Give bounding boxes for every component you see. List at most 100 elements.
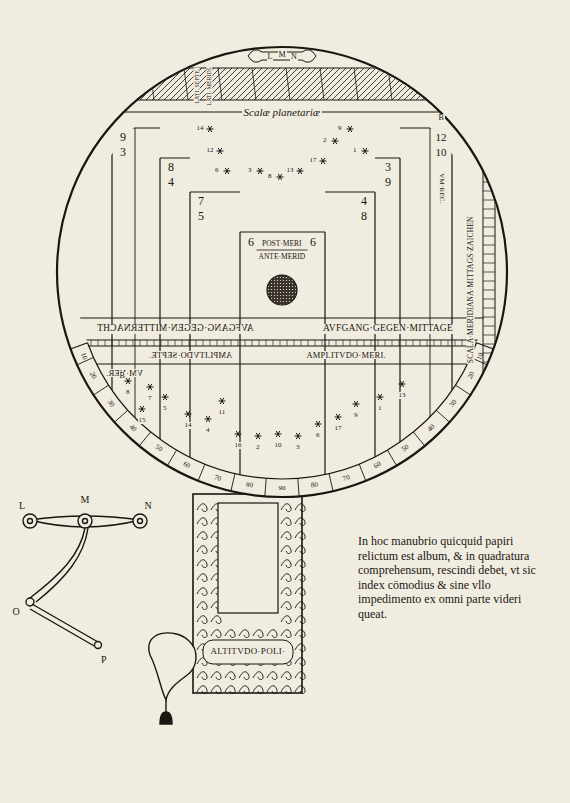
amplitude-tick: [490, 340, 491, 346]
star-symbol: [140, 406, 144, 412]
acanthus-curl: [225, 686, 235, 694]
cartouche: [248, 50, 316, 63]
acanthus-curl: [295, 546, 305, 554]
star-symbol: [218, 148, 222, 154]
star-number: 14: [196, 125, 205, 132]
pivot-eye: [23, 514, 37, 528]
band-division: [218, 68, 222, 100]
scale-label: SCALA·MERIDIANA·MITTAGS·ZAICHEN: [466, 215, 474, 364]
star-symbol: [316, 421, 320, 427]
degree-tick: [359, 464, 366, 481]
scale-label: 9: [384, 176, 392, 188]
ladder-rail: [483, 140, 484, 430]
amplitude-tick: [462, 340, 463, 346]
scale-label: M: [278, 51, 287, 59]
star-number: 6: [214, 167, 220, 174]
ladder-rung: [483, 416, 495, 417]
degree-tick: [167, 450, 176, 465]
degree-tick: [94, 385, 109, 395]
acanthus-curl: [239, 686, 249, 694]
amplitude-tick: [77, 340, 78, 346]
star-symbol: [225, 168, 229, 174]
handle-window: [218, 503, 278, 613]
star-symbol: [354, 401, 358, 407]
star-symbol: [236, 431, 240, 437]
scale-label: B: [119, 372, 126, 380]
node-text: ANTE·MERID: [257, 253, 308, 261]
acanthus-curl: [295, 644, 305, 652]
star-symbol: [316, 421, 320, 427]
amplitude-tick: [399, 340, 400, 346]
star-number: 11: [218, 409, 227, 416]
star-number: 5: [162, 405, 168, 412]
acanthus-curl: [197, 672, 207, 680]
star-symbol: [333, 138, 337, 144]
acanthus-curl: [197, 560, 207, 568]
star-symbol: [321, 158, 325, 164]
amplitude-tick: [196, 340, 197, 346]
star-symbol: [140, 406, 144, 412]
ladder-rung: [483, 407, 495, 408]
amplitude-tick: [224, 340, 225, 346]
degree-number: 90: [278, 485, 287, 492]
acanthus-curl: [295, 574, 305, 582]
band-division: [184, 68, 188, 100]
acanthus-curl: [197, 686, 207, 694]
amplitude-tick: [413, 340, 414, 346]
amplitude-tick: [406, 340, 407, 346]
meridian-center-box: POST·MERI ANTE·MERID: [255, 238, 310, 264]
amplitude-tick: [84, 340, 85, 346]
scale-label: 8: [167, 161, 175, 173]
amplitude-band-line: [40, 339, 530, 340]
amplitude-tick: [161, 340, 162, 346]
acanthus-curl: [239, 672, 249, 680]
star-symbol: [218, 148, 222, 154]
part-letter: L: [18, 501, 26, 511]
pivot-hole: [138, 519, 143, 524]
ladder-rung: [483, 389, 495, 390]
star-number: 4: [205, 427, 211, 434]
acanthus-curl: [281, 532, 291, 540]
amplitude-tick: [91, 340, 92, 346]
amplitude-tick: [497, 340, 498, 346]
scale-label: 9: [119, 131, 127, 143]
acanthus-curl: [267, 686, 277, 694]
amplitude-tick: [119, 340, 120, 346]
star-symbol: [278, 174, 282, 180]
handle: [193, 494, 305, 694]
star-number: 3: [295, 444, 301, 451]
acanthus-curl: [295, 588, 305, 596]
plumb-bob: [160, 712, 172, 724]
acanthus-curl: [225, 630, 235, 638]
degree-tick: [265, 478, 266, 496]
band-division: [286, 68, 290, 100]
acanthus-curl: [295, 630, 305, 638]
scale-label: 6: [247, 236, 255, 248]
amplitude-tick: [266, 340, 267, 346]
acanthus-curl: [281, 588, 291, 596]
amplitude-band-line: [40, 345, 530, 346]
star-symbol: [400, 381, 404, 387]
amplitude-tick: [420, 340, 421, 346]
ladder-rail: [495, 140, 496, 430]
ladder-rung: [483, 317, 495, 318]
amplitude-tick: [308, 340, 309, 346]
handle-label-frame: [203, 640, 293, 664]
amplitude-tick: [70, 340, 71, 346]
amplitude-tick: [427, 340, 428, 346]
column-line: [451, 128, 452, 490]
node-text: POST·MERI: [260, 240, 304, 248]
step-ledge: [375, 157, 400, 158]
step-ledge: [112, 127, 160, 128]
ladder-rung: [483, 380, 495, 381]
amplitude-tick: [203, 340, 204, 346]
amplitude-tick: [105, 340, 106, 346]
ladder-rung: [483, 308, 495, 309]
ladder-rung: [483, 245, 495, 246]
star-symbol: [236, 431, 240, 437]
star-symbol: [354, 401, 358, 407]
star-number: 17: [309, 157, 318, 164]
column-line: [189, 192, 190, 490]
star-number: 17: [334, 425, 343, 432]
amplitude-tick: [378, 340, 379, 346]
